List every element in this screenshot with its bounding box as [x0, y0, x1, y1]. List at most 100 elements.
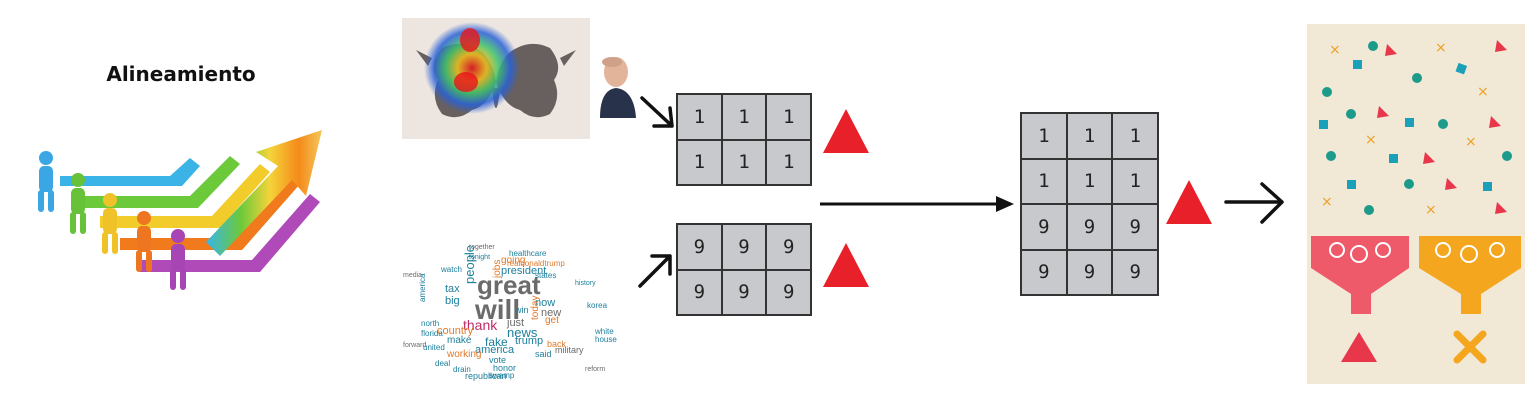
word-cloud-word: realdonaldtrump — [507, 259, 565, 268]
arrow-band-violet — [140, 194, 320, 272]
word-cloud-word: thank — [463, 317, 498, 333]
word-cloud-word: swamp — [489, 371, 515, 380]
word-cloud-word: history — [575, 280, 596, 287]
inkblot-heatmap-graphic — [416, 22, 576, 118]
word-cloud-word: forward — [403, 342, 427, 349]
word-cloud-word: working — [447, 349, 482, 360]
arrow-wordcloud-to-matrix-icon — [638, 254, 672, 288]
word-cloud-word: vote — [489, 355, 507, 365]
arrow-band-cyan — [60, 158, 200, 186]
word-cloud-word: new — [541, 307, 562, 319]
word-cloud-word: watch — [441, 265, 462, 274]
heatmap-blob — [424, 22, 520, 114]
matrix-cell: 1 — [766, 94, 811, 140]
matrix-cell: 1 — [766, 139, 811, 185]
output-cross-icon — [1453, 330, 1487, 364]
svg-text:×: × — [1435, 40, 1447, 56]
matrix-cell: 9 — [1112, 204, 1158, 250]
svg-text:×: × — [1365, 132, 1377, 148]
word-cloud-word: military — [555, 345, 584, 355]
word-cloud-word: big — [445, 295, 460, 307]
matrix-cell: 1 — [721, 139, 767, 185]
eye-tracking-inkblot-image — [402, 18, 590, 139]
word-cloud-word: tax — [445, 283, 460, 295]
matrix-fused: 1 1 1 1 1 1 9 9 9 9 9 9 — [1020, 112, 1159, 296]
word-cloud-word: media — [403, 272, 423, 279]
matrix-cell: 9 — [1066, 249, 1113, 295]
matrix-cell: 9 — [1021, 204, 1067, 250]
matrix-cell: 1 — [1112, 113, 1158, 159]
word-cloud-word: just — [507, 317, 525, 329]
word-cloud-word: deal — [435, 359, 451, 368]
matrix-cell: 1 — [677, 139, 722, 185]
funnel-left — [1311, 236, 1409, 314]
heatmap-hotspot-bottom — [454, 72, 478, 92]
word-cloud-word: get — [545, 315, 559, 326]
person-figure-2-icon — [70, 173, 86, 234]
word-cloud-word: said — [535, 349, 552, 359]
word-cloud-word: north — [421, 319, 440, 328]
falling-shapes: × × × × × × × — [1319, 40, 1512, 218]
red-triangle-icon — [823, 243, 869, 287]
word-cloud-word: trump — [515, 335, 544, 347]
word-cloud-word: united — [423, 343, 445, 352]
word-cloud-word: news — [507, 325, 538, 340]
word-cloud-word: drain — [453, 365, 471, 374]
svg-text:×: × — [1465, 134, 1477, 150]
arrow-inkblot-to-matrix-icon — [640, 96, 674, 128]
person-figure-1-icon — [38, 151, 54, 212]
word-cloud-word: fake — [485, 335, 508, 349]
person-figure-5-icon — [170, 229, 186, 290]
observer-person-icon — [594, 52, 638, 118]
matrix-cell: 1 — [1021, 113, 1067, 159]
matrix-cell: 9 — [677, 269, 722, 315]
word-cloud-word: great — [477, 270, 541, 300]
word-cloud-word: states — [535, 271, 557, 280]
matrix-cell: 1 — [1066, 158, 1113, 204]
arrow-to-fused-matrix-icon — [820, 196, 1014, 212]
word-cloud-word: korea — [587, 301, 608, 310]
matrix-cell: 1 — [1021, 158, 1067, 204]
alignment-arrows-illustration — [38, 130, 322, 290]
word-cloud-word: make — [447, 335, 472, 346]
matrix-cell: 9 — [766, 269, 811, 315]
word-cloud-word: win — [515, 305, 529, 315]
word-cloud-word: florida — [421, 329, 443, 338]
matrix-cell: 9 — [721, 269, 767, 315]
word-cloud-word: going — [501, 255, 526, 266]
diagram-title: Alineamiento — [106, 62, 256, 86]
matrix-cell: 1 — [1112, 158, 1158, 204]
word-cloud-word: president — [501, 265, 547, 277]
word-cloud-word: white — [595, 327, 614, 336]
word-cloud-word: healthcare — [509, 249, 547, 258]
svg-text:×: × — [1329, 42, 1341, 58]
matrix-cell: 9 — [677, 224, 722, 270]
heatmap-hotspot-top — [460, 28, 480, 52]
arrow-band-green — [80, 156, 240, 208]
svg-text:×: × — [1425, 202, 1437, 218]
matrix-cell: 9 — [766, 224, 811, 270]
word-cloud-word: house — [595, 335, 617, 344]
arrow-band-orange — [120, 176, 300, 250]
word-cloud-word: honor — [493, 363, 517, 373]
matrix-bottom: 9 9 9 9 9 9 — [676, 223, 812, 316]
red-triangle-icon — [823, 109, 869, 153]
matrix-cell: 9 — [1021, 249, 1067, 295]
person-figure-3-icon — [102, 193, 118, 254]
matrix-cell: 1 — [1066, 113, 1113, 159]
word-cloud-word: back — [547, 339, 567, 349]
classifier-funnels-illustration: × × × × × × × — [1307, 24, 1525, 384]
word-cloud-word: tonight — [469, 254, 491, 261]
matrix-top: 1 1 1 1 1 1 — [676, 93, 812, 186]
matrix-cell: 9 — [1112, 249, 1158, 295]
word-cloud-word: together — [469, 244, 495, 251]
matrix-cell: 1 — [677, 94, 722, 140]
word-cloud-word: will — [475, 294, 521, 325]
word-cloud-word: america — [475, 344, 515, 356]
svg-text:×: × — [1477, 84, 1489, 100]
svg-text:×: × — [1321, 194, 1333, 210]
red-triangle-icon — [1166, 180, 1212, 224]
output-triangle-icon — [1341, 332, 1377, 362]
word-cloud-word: country — [437, 325, 474, 337]
